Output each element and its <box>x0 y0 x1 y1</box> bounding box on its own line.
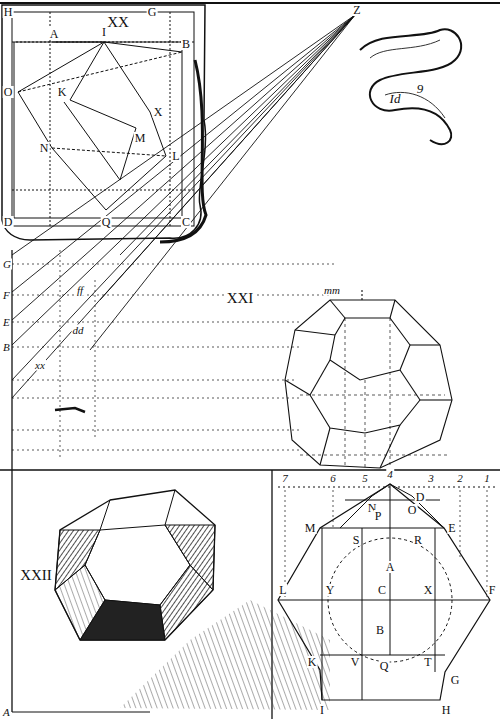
point-label: H <box>3 6 14 18</box>
point-label: K <box>307 656 318 668</box>
point-label: dd <box>72 325 85 336</box>
point-label: G <box>147 6 158 18</box>
point-label: G <box>450 674 461 686</box>
point-label: B <box>2 342 11 353</box>
point-label: T <box>423 656 432 668</box>
point-label: L <box>278 584 287 596</box>
point-label: 7 <box>281 473 289 484</box>
point-label: L <box>171 150 180 162</box>
point-label: X <box>153 106 164 118</box>
point-label: M <box>304 522 317 534</box>
point-label: F <box>2 290 11 301</box>
point-label: M <box>134 132 147 144</box>
point-label: 9 <box>416 82 425 95</box>
point-label: N <box>39 142 50 154</box>
point-label: D <box>3 216 14 228</box>
point-label: R <box>413 534 423 546</box>
point-label: Z <box>352 4 361 16</box>
point-label: Id <box>389 92 402 105</box>
figure-number: XXII <box>19 568 53 583</box>
point-label: D <box>415 491 426 503</box>
point-label: C <box>181 216 191 228</box>
point-label: E <box>447 522 456 534</box>
point-label: X <box>423 584 434 596</box>
point-label: V <box>350 656 361 668</box>
point-label: G <box>2 259 12 270</box>
point-label: xx <box>34 360 46 371</box>
point-label: S <box>352 534 361 546</box>
point-label: Q <box>101 216 112 228</box>
point-label: B <box>181 38 191 50</box>
point-label: mm <box>323 285 341 296</box>
point-label: H <box>441 704 452 716</box>
point-label: Q <box>379 660 390 672</box>
point-label: F <box>488 584 497 596</box>
point-label: A <box>2 706 11 717</box>
point-label: A <box>385 561 396 573</box>
point-label: I <box>319 704 325 716</box>
point-label: A <box>49 28 60 40</box>
point-label: I <box>101 26 107 38</box>
point-label: K <box>57 86 68 98</box>
point-label: E <box>2 317 11 328</box>
point-label: Y <box>325 584 336 596</box>
point-label: 3 <box>427 473 435 484</box>
figure-number: XXI <box>226 291 255 306</box>
point-label: P <box>374 510 383 522</box>
point-label: 5 <box>361 473 369 484</box>
point-label: O <box>3 86 14 98</box>
point-label: 4 <box>386 469 394 480</box>
point-label: O <box>407 504 418 516</box>
point-label: C <box>377 584 387 596</box>
point-label: 2 <box>456 473 464 484</box>
point-label: 1 <box>483 473 491 484</box>
point-label: B <box>375 624 385 636</box>
figure-number: XX <box>106 15 130 30</box>
point-label: 6 <box>329 473 337 484</box>
point-label: ff <box>76 285 84 296</box>
